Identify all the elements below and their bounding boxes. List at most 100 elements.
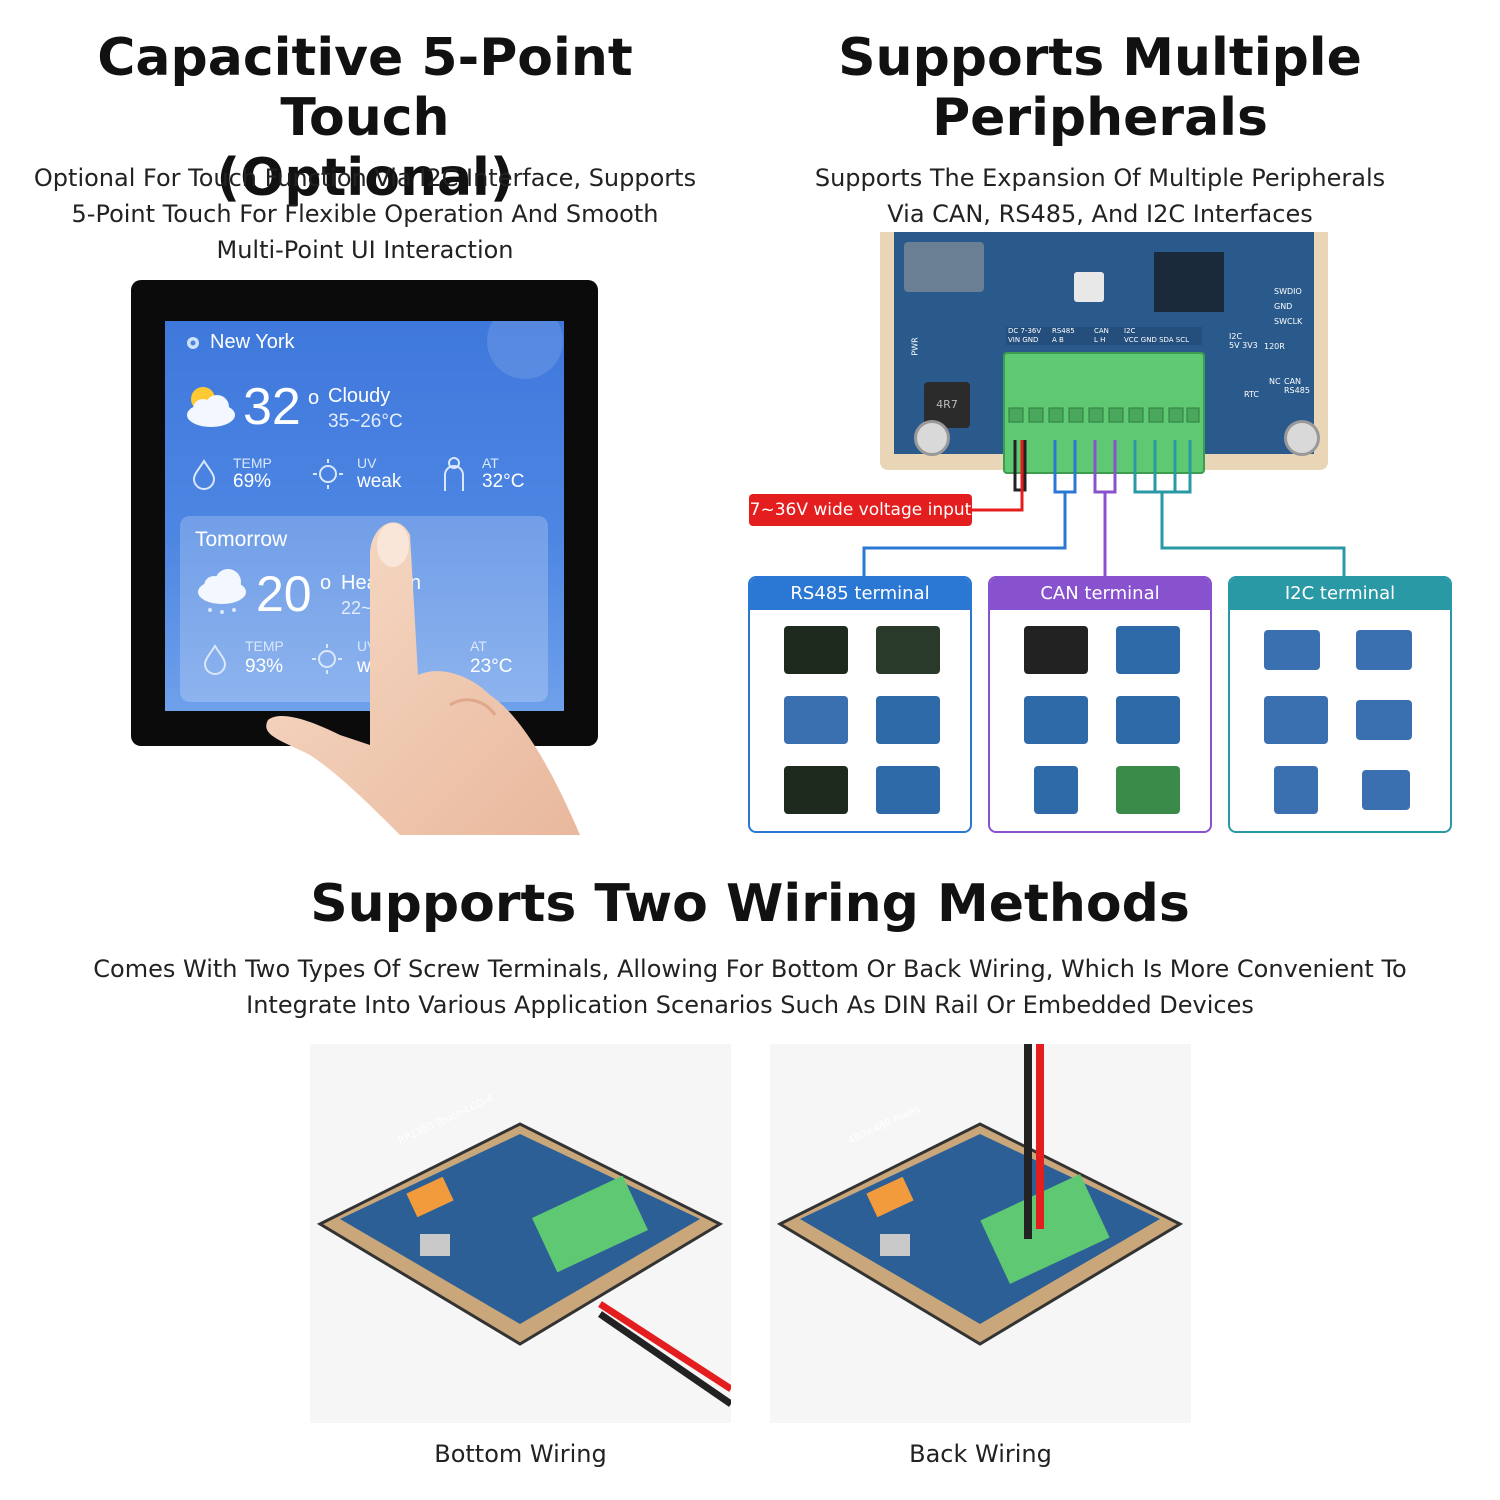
peripherals-description: Supports The Expansion Of Multiple Perip… [760,160,1440,232]
rain-cloud-icon [198,569,246,614]
bottom-wiring-caption: Bottom Wiring [434,1440,607,1468]
peripherals-desc-line2: Via CAN, RS485, And I2C Interfaces [887,200,1313,228]
crystal [1074,272,1104,302]
today-condition: Cloudy [328,385,391,407]
back-wiring-board: 480×480 Pixels [776,1044,1184,1346]
weather-screen[interactable]: New York 32 o Cloudy 35~26°C TEMP 69% UV… [165,321,564,711]
tomorrow-degree-symbol: o [320,572,332,594]
sun-uv-icon [313,459,343,489]
screen-decor-circle [487,321,563,379]
panel-can-title: CAN terminal [990,578,1210,610]
silk-power-name: DC 7-36V [1008,327,1042,335]
partly-cloudy-icon [187,387,235,427]
back-wiring-caption: Back Wiring [909,1440,1052,1468]
can-rs485-label: CAN RS485 [1284,377,1310,395]
silk-i2c-name: I2C [1124,327,1136,335]
swclk-label: SWCLK [1274,317,1303,326]
wiring-desc-line2: Integrate Into Various Application Scena… [246,991,1254,1019]
panel-rs485: RS485 terminal [748,576,972,833]
mount-hole-right [1284,420,1320,456]
person-feel-icon [444,457,464,491]
usb-c-port [904,242,984,292]
i2c-module-5 [1274,766,1318,814]
r120-label: 120R [1264,342,1285,351]
panel-i2c: I2C terminal [1228,576,1452,833]
bottom-wiring-photo: RP2350-Touch-LCD-4 [310,1044,733,1423]
back-wiring-photo: 480×480 Pixels [770,1044,1191,1423]
can-module-6 [1116,766,1180,814]
touch-desc-line3: Multi-Point UI Interaction [216,236,514,264]
touch-title-line2: (Optional) [216,148,514,208]
wiring-title: Supports Two Wiring Methods [310,874,1190,934]
can-module-4 [1116,696,1180,744]
stat-label-temp: TEMP [233,455,272,471]
panel-can: CAN terminal [988,576,1212,833]
swdio-label: SWDIO [1274,287,1302,296]
touching-hand-illustration [266,522,580,835]
silk-can-pins: L H [1094,336,1106,344]
i2c-module-6 [1362,770,1410,810]
location-name: New York [210,331,295,353]
tomorrow-stat-value-at: 23°C [470,656,513,677]
silk-power-pins: VIN GND [1008,336,1039,344]
panel-i2c-title: I2C terminal [1230,578,1450,610]
peripherals-desc-line1: Supports The Expansion Of Multiple Perip… [814,164,1386,192]
tomorrow-label: Tomorrow [195,528,288,551]
touch-title: Capacitive 5-Point Touch (Optional) [20,28,710,208]
tomorrow-stat-label-at: AT [470,638,487,654]
rs485-module-4 [876,696,940,744]
stat-label-at: AT [482,455,499,471]
can-module-3 [1024,696,1088,744]
bottom-wiring-board: RP2350-Touch-LCD-4 [316,1093,733,1407]
today-range: 35~26°C [328,411,403,432]
nc-label: NC [1269,377,1281,386]
connection-wires [862,440,1346,576]
bottom-board-silk: RP2350-Touch-LCD-4 [397,1093,496,1147]
peripherals-title-line2: Peripherals [932,88,1268,148]
degree-symbol: o [308,387,320,409]
chip [1154,252,1224,312]
pwr-label: PWR [910,337,920,356]
tomorrow-range: 22~ [341,598,372,618]
touch-desc-line2: 5-Point Touch For Flexible Operation And… [71,200,659,228]
location-pin-icon [187,337,199,349]
rs485-module-6 [876,766,940,814]
silk-rs485-name: RS485 [1052,327,1075,335]
stat-value-temp: 69% [233,471,272,492]
can-module-5 [1034,766,1078,814]
i2c-module-4 [1356,700,1412,740]
i2c-voltage-label: I2C 5V 3V3 [1229,332,1258,350]
tomorrow-humidity-icon [203,644,227,675]
stat-label-uv: UV [357,455,377,471]
peripherals-title-line1: Supports Multiple [838,28,1362,88]
tomorrow-stat-label-temp: TEMP [245,638,284,654]
screw-terminal-block [1003,352,1205,474]
i2c-volt-pins: 5V 3V3 [1229,341,1258,350]
tomorrow-temperature: 20 [256,566,312,622]
silk-can-name: CAN [1094,327,1109,335]
touch-description: Optional For Touch Function Via I2C Inte… [20,160,710,268]
rs485-module-2 [876,626,940,674]
wiring-desc-line1: Comes With Two Types Of Screw Terminals,… [93,955,1407,983]
can-module-2 [1116,626,1180,674]
can-module-1 [1024,626,1088,674]
silk-rs485-pins: A B [1052,336,1064,344]
rs485-module-1 [784,626,848,674]
terminal-screws [1008,407,1200,423]
gnd-label: GND [1274,302,1293,311]
rs485-module-3 [784,696,848,744]
touch-desc-line1: Optional For Touch Function Via I2C Inte… [33,164,697,192]
today-temperature: 32 [243,378,301,436]
tomorrow-stat-value-temp: 93% [245,656,284,677]
i2c-module-3 [1264,696,1328,744]
tomorrow-sun-uv-icon [312,644,342,674]
stat-value-uv: weak [357,471,402,492]
wiring-description: Comes With Two Types Of Screw Terminals,… [0,951,1500,1023]
peripherals-title: Supports Multiple Peripherals [760,28,1440,148]
mount-hole-left [914,420,950,456]
